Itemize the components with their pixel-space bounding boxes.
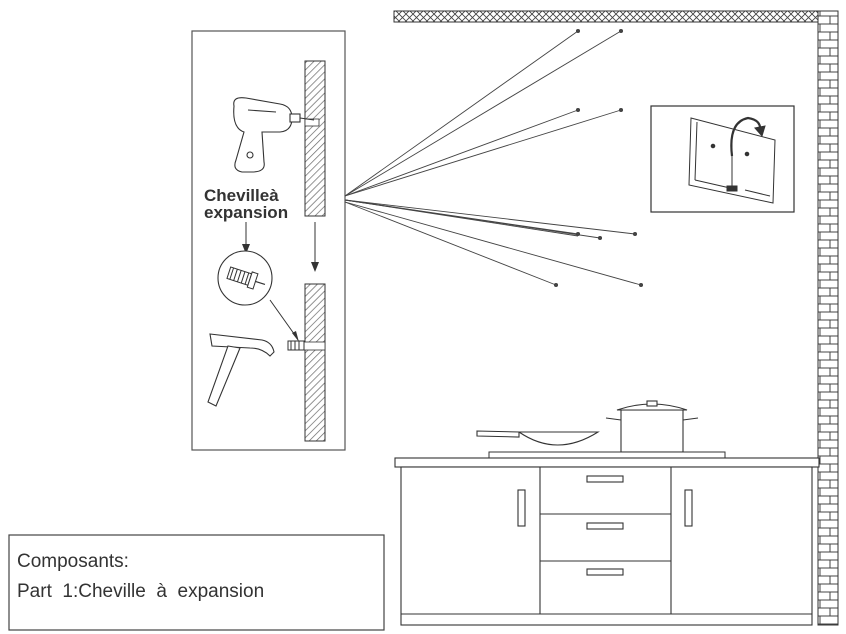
brick-wall bbox=[817, 10, 839, 626]
anchor-label-line1: Chevilleà bbox=[204, 186, 279, 205]
components-part: Part 1:Cheville à expansion bbox=[17, 581, 264, 602]
installed-anchor bbox=[287, 340, 305, 351]
ceiling bbox=[393, 10, 819, 23]
wok-icon bbox=[476, 430, 600, 446]
components-title: Composants: bbox=[17, 551, 129, 572]
tv-bracket-detail bbox=[650, 105, 795, 213]
components-box: Composants: Part 1:Cheville à expansion bbox=[8, 534, 385, 631]
hob bbox=[488, 451, 726, 459]
installation-inset: Chevilleà expansion bbox=[191, 30, 346, 451]
kitchen-cabinet bbox=[394, 457, 820, 626]
hammer-icon bbox=[207, 333, 275, 407]
anchor-label-line2: expansion bbox=[204, 203, 288, 222]
pot-icon bbox=[605, 400, 699, 453]
arrow-down-icon bbox=[311, 222, 319, 272]
drill-icon bbox=[233, 97, 315, 173]
tv-bracket-icon bbox=[688, 116, 776, 204]
fan-lines bbox=[344, 28, 644, 288]
wall-section-lower bbox=[304, 283, 326, 442]
anchor-bolt-icon bbox=[217, 250, 273, 306]
wall-section-upper bbox=[304, 60, 326, 217]
